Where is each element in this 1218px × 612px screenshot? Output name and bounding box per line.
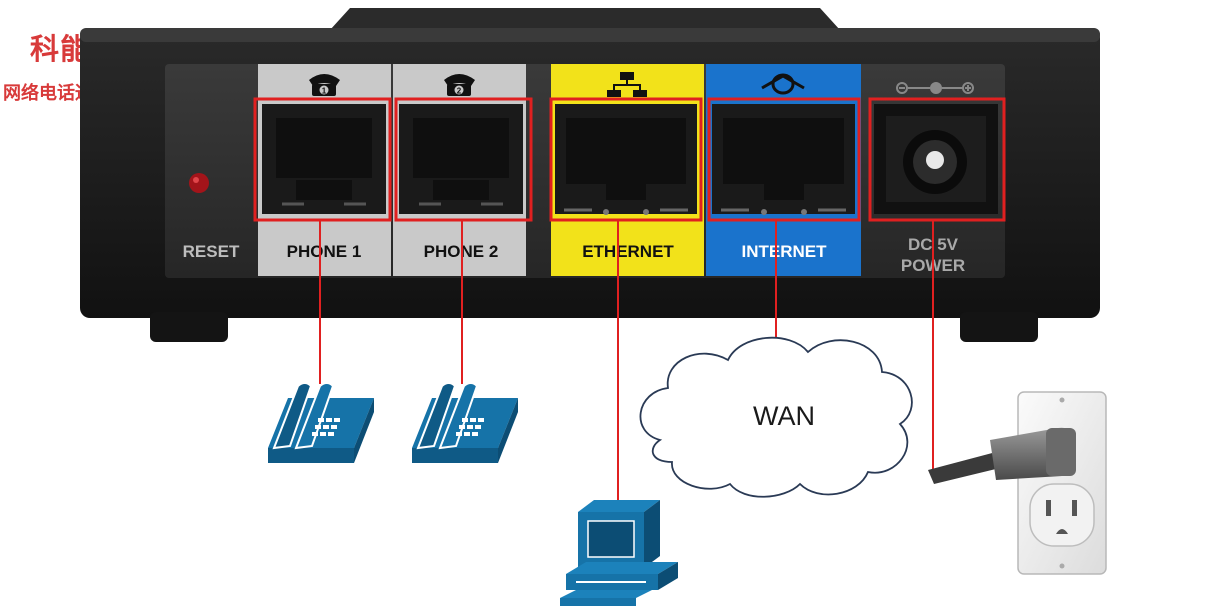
phone1-icon-number: 1 <box>322 87 327 96</box>
phone2-icon-number: 2 <box>457 87 462 96</box>
phone1-telephone-icon <box>309 74 340 96</box>
phone2-telephone-icon <box>444 74 475 96</box>
phone1-jack[interactable] <box>262 104 386 214</box>
device-top-lip <box>330 8 840 30</box>
internet-label: INTERNET <box>742 242 828 261</box>
ip-phone-1-icon <box>268 382 374 463</box>
internet-globe-icon <box>761 73 805 95</box>
device-foot-right <box>960 312 1038 342</box>
voip-gateway-device: 1 2 <box>80 8 1100 342</box>
power-plug-icon <box>928 427 1076 484</box>
phone2-jack[interactable] <box>399 104 523 214</box>
wan-cloud-label: WAN <box>753 401 815 431</box>
internet-highlight-frame <box>707 97 861 222</box>
device-top-edge <box>80 28 1100 42</box>
device-foot-left <box>150 312 228 342</box>
computer-icon <box>560 500 678 606</box>
phone1-label: PHONE 1 <box>287 242 362 261</box>
ethernet-network-icon <box>607 72 647 97</box>
wan-cloud <box>639 336 913 498</box>
reset-button[interactable] <box>189 173 209 193</box>
phone1-highlight-frame <box>253 97 392 222</box>
ethernet-label: ETHERNET <box>582 242 674 261</box>
power-polarity-icon <box>896 82 974 94</box>
reset-label: RESET <box>183 242 240 261</box>
internet-wan-jack[interactable] <box>712 104 855 215</box>
dc-power-jack[interactable] <box>874 104 998 214</box>
ethernet-highlight-frame <box>549 97 703 222</box>
ip-phone-2-icon <box>412 382 518 463</box>
reset-button-shine <box>193 177 199 183</box>
phone2-highlight-frame <box>394 97 533 222</box>
power-highlight-frame <box>868 97 1006 222</box>
ethernet-jack[interactable] <box>555 104 697 215</box>
wall-outlet <box>1017 391 1107 575</box>
